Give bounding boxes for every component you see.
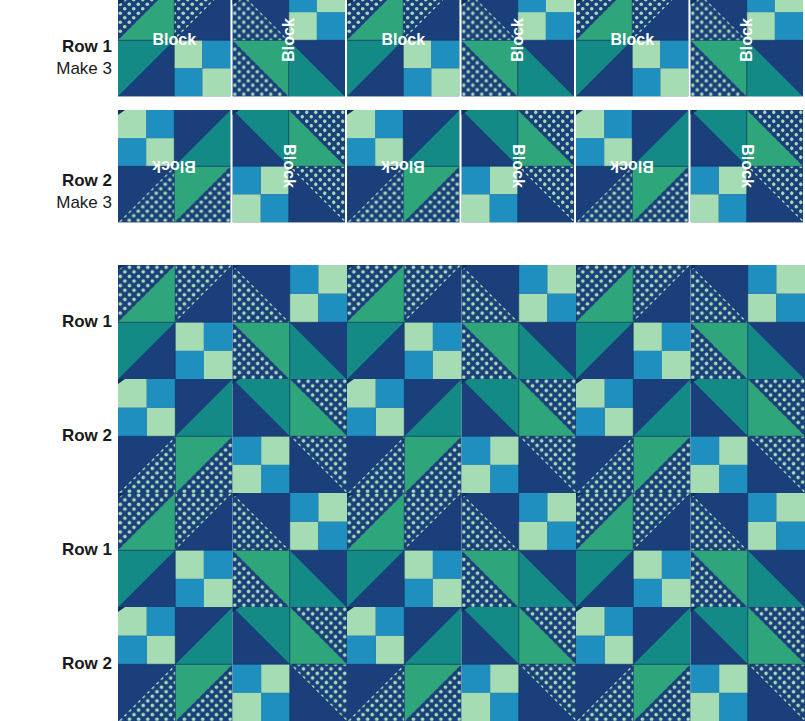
block-label: Block <box>381 157 425 175</box>
quantity-note: Make 3 <box>0 59 112 79</box>
seam-mark <box>347 607 354 612</box>
seam-mark <box>691 607 698 612</box>
quilt-block <box>691 265 805 380</box>
quilt-block <box>462 265 577 380</box>
seam-mark <box>576 379 583 384</box>
seam-mark <box>462 379 469 384</box>
row-label: Row 2 <box>0 171 112 191</box>
seam-mark <box>118 110 125 115</box>
quilt-block <box>233 110 346 223</box>
seam-mark <box>462 265 469 270</box>
quilt-block <box>347 607 462 721</box>
quilt-block <box>576 493 691 608</box>
seam-mark <box>576 493 583 498</box>
quilt-block <box>462 0 575 97</box>
quilt-block <box>462 493 577 608</box>
seam-mark <box>576 265 583 270</box>
seam-mark <box>118 607 125 612</box>
quilt-block <box>576 379 691 494</box>
seam-mark <box>233 265 240 270</box>
block-label: Block <box>152 31 196 49</box>
block-label: Block <box>152 157 196 175</box>
seam-mark <box>691 110 698 115</box>
seam-mark <box>576 0 583 5</box>
block-label: Block <box>280 18 298 62</box>
quilt-block <box>118 493 233 608</box>
quilt-block <box>118 110 231 223</box>
block-label: Block <box>381 31 425 49</box>
quilt-block <box>233 607 348 721</box>
seam-mark <box>233 0 240 5</box>
quilt-block <box>118 379 233 494</box>
seam-mark <box>347 379 354 384</box>
quilt-block <box>347 493 462 608</box>
seam-mark <box>691 379 698 384</box>
quilt-block <box>576 265 691 380</box>
seam-mark <box>462 493 469 498</box>
block-label: Block <box>610 157 654 175</box>
quilt-block <box>462 607 577 721</box>
block-label: Block <box>738 144 756 188</box>
quilt-block <box>233 493 348 608</box>
quantity-note: Make 3 <box>0 193 112 213</box>
seam-mark <box>347 265 354 270</box>
quilt-block <box>233 379 348 494</box>
block-label: Block <box>509 144 527 188</box>
row-label: Row 1 <box>0 37 112 57</box>
quilt-block <box>691 493 805 608</box>
quilt-block <box>118 265 233 380</box>
quilt-block <box>233 0 346 97</box>
quilt-block <box>576 607 691 721</box>
seam-mark <box>462 0 469 5</box>
seam-mark <box>347 0 354 5</box>
quilt-block <box>118 607 233 721</box>
quilt-block <box>691 607 805 721</box>
block-label: Block <box>738 18 756 62</box>
seam-mark <box>691 265 698 270</box>
seam-mark <box>118 493 125 498</box>
quilt-block <box>576 0 689 97</box>
seam-mark <box>347 493 354 498</box>
seam-mark <box>576 110 583 115</box>
row-label: Row 1 <box>0 540 112 560</box>
quilt-block <box>462 110 575 223</box>
seam-mark <box>118 265 125 270</box>
seam-mark <box>691 0 698 5</box>
quilt-block <box>462 379 577 494</box>
row-label: Row 2 <box>0 654 112 674</box>
quilt-block <box>347 379 462 494</box>
seam-mark <box>691 493 698 498</box>
seam-mark <box>462 607 469 612</box>
block-label: Block <box>280 144 298 188</box>
quilt-block <box>347 110 460 223</box>
row-label: Row 1 <box>0 312 112 332</box>
seam-mark <box>118 0 125 5</box>
seam-mark <box>576 607 583 612</box>
quilt-block <box>691 110 804 223</box>
quilt-block <box>691 0 804 97</box>
quilt-block <box>691 379 805 494</box>
quilt-block <box>118 0 231 97</box>
quilt-block <box>233 265 348 380</box>
seam-mark <box>347 110 354 115</box>
block-label: Block <box>509 18 527 62</box>
seam-mark <box>233 607 240 612</box>
seam-mark <box>462 110 469 115</box>
seam-mark <box>233 493 240 498</box>
block-label: Block <box>610 31 654 49</box>
quilt-block <box>347 265 462 380</box>
seam-mark <box>118 379 125 384</box>
quilt-block <box>576 110 689 223</box>
quilt-block <box>347 0 460 97</box>
seam-mark <box>233 110 240 115</box>
row-label: Row 2 <box>0 426 112 446</box>
seam-mark <box>233 379 240 384</box>
